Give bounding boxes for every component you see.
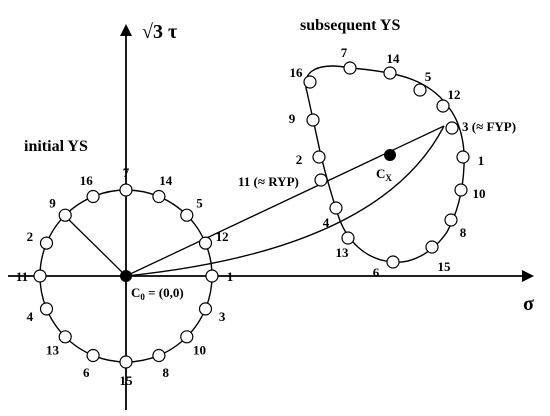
initial-point-marker — [58, 208, 72, 222]
line-origin-to-fyp — [125, 125, 445, 277]
subsequent-point-label: 12 — [448, 87, 461, 102]
initial-point-label: 7 — [123, 165, 130, 180]
subsequent-point-marker — [314, 173, 328, 187]
initial-point-label: 4 — [27, 309, 34, 324]
initial-point-marker — [86, 348, 100, 363]
subsequent-point-marker — [312, 150, 326, 164]
subsequent-point-marker — [341, 231, 355, 245]
subsequent-point-marker — [436, 99, 450, 113]
subsequent-point-marker — [445, 121, 459, 135]
subsequent-point-label: 13 — [336, 245, 350, 260]
initial-point-label: 5 — [196, 196, 203, 211]
initial-point-label: 11 — [16, 269, 28, 284]
subsequent-point-label: 15 — [438, 259, 452, 274]
initial-point-markers — [33, 183, 219, 369]
subsequent-point-label: 7 — [341, 45, 348, 60]
initial-point-marker — [205, 269, 219, 283]
initial-center-dot — [120, 270, 132, 282]
subsequent-point-label: 6 — [373, 265, 380, 280]
subsequent-point-marker — [386, 255, 400, 269]
subsequent-point-label: 2 — [296, 152, 303, 167]
subsequent-point-marker — [329, 201, 343, 215]
subsequent-point-marker — [454, 183, 468, 197]
subsequent-point-marker — [306, 113, 320, 127]
initial-point-marker — [198, 236, 213, 250]
initial-point-label: 15 — [120, 373, 134, 388]
initial-point-marker — [86, 189, 100, 204]
initial-point-label: 10 — [193, 343, 206, 358]
initial-point-marker — [58, 330, 72, 344]
subsequent-point-marker — [303, 75, 317, 89]
initial-point-label: 1 — [227, 269, 234, 284]
subsequent-point-labels: 7 14 5 12 16 9 2 1 10 8 4 13 15 6 — [289, 45, 486, 280]
subsequent-point-label: 10 — [473, 186, 486, 201]
subsequent-point-label: 16 — [290, 65, 304, 80]
x-axis-label: σ — [523, 293, 534, 315]
subsequent-point-label: 9 — [289, 111, 296, 126]
subsequent-center-label: CX — [376, 166, 392, 183]
subsequent-point-marker — [456, 150, 470, 164]
initial-point-marker — [152, 348, 166, 363]
initial-point-marker — [119, 183, 133, 197]
fyp-label: 3 (≈ FYP) — [462, 119, 516, 134]
initial-point-label: 16 — [80, 173, 94, 188]
initial-point-label: 3 — [219, 309, 226, 324]
subsequent-point-markers — [303, 61, 470, 269]
initial-ys-title: initial YS — [24, 138, 88, 155]
initial-point-marker — [180, 208, 194, 222]
initial-point-label: 12 — [216, 229, 229, 244]
initial-point-label: 9 — [49, 196, 56, 211]
initial-point-marker — [152, 189, 166, 204]
curve-origin-to-fyp — [125, 125, 445, 277]
initial-point-label: 14 — [159, 173, 173, 188]
subsequent-point-marker — [425, 240, 439, 254]
subsequent-point-label: 5 — [425, 69, 432, 84]
subsequent-point-marker — [413, 83, 427, 97]
subsequent-point-label: 1 — [478, 153, 485, 168]
subsequent-point-label: 14 — [387, 51, 401, 66]
initial-point-label: 6 — [83, 365, 90, 380]
subsequent-center-dot — [384, 149, 396, 161]
initial-point-marker — [198, 302, 213, 316]
subsequent-point-marker — [343, 61, 357, 75]
subsequent-yield-surface — [304, 65, 465, 263]
subsequent-point-marker — [383, 66, 397, 80]
initial-point-marker — [39, 236, 54, 250]
initial-point-marker — [39, 302, 54, 316]
subsequent-ys-title: subsequent YS — [300, 17, 400, 34]
initial-radius-line — [63, 214, 127, 277]
subsequent-point-marker — [444, 213, 458, 227]
ryp-label: 11 (≈ RYP) — [238, 174, 299, 189]
initial-point-label: 8 — [163, 365, 170, 380]
initial-point-label: 13 — [46, 343, 60, 358]
initial-point-marker — [33, 269, 47, 283]
initial-point-marker — [119, 355, 133, 369]
initial-center-label: C0 = (0,0) — [131, 285, 184, 302]
subsequent-point-label: 4 — [323, 215, 330, 230]
y-axis-label: √3 τ — [142, 21, 177, 43]
initial-point-marker — [180, 330, 194, 344]
initial-point-labels: 1 12 5 14 7 16 9 2 11 4 13 6 15 8 10 3 — [16, 165, 233, 388]
initial-point-label: 2 — [27, 229, 34, 244]
subsequent-point-label: 8 — [460, 225, 467, 240]
